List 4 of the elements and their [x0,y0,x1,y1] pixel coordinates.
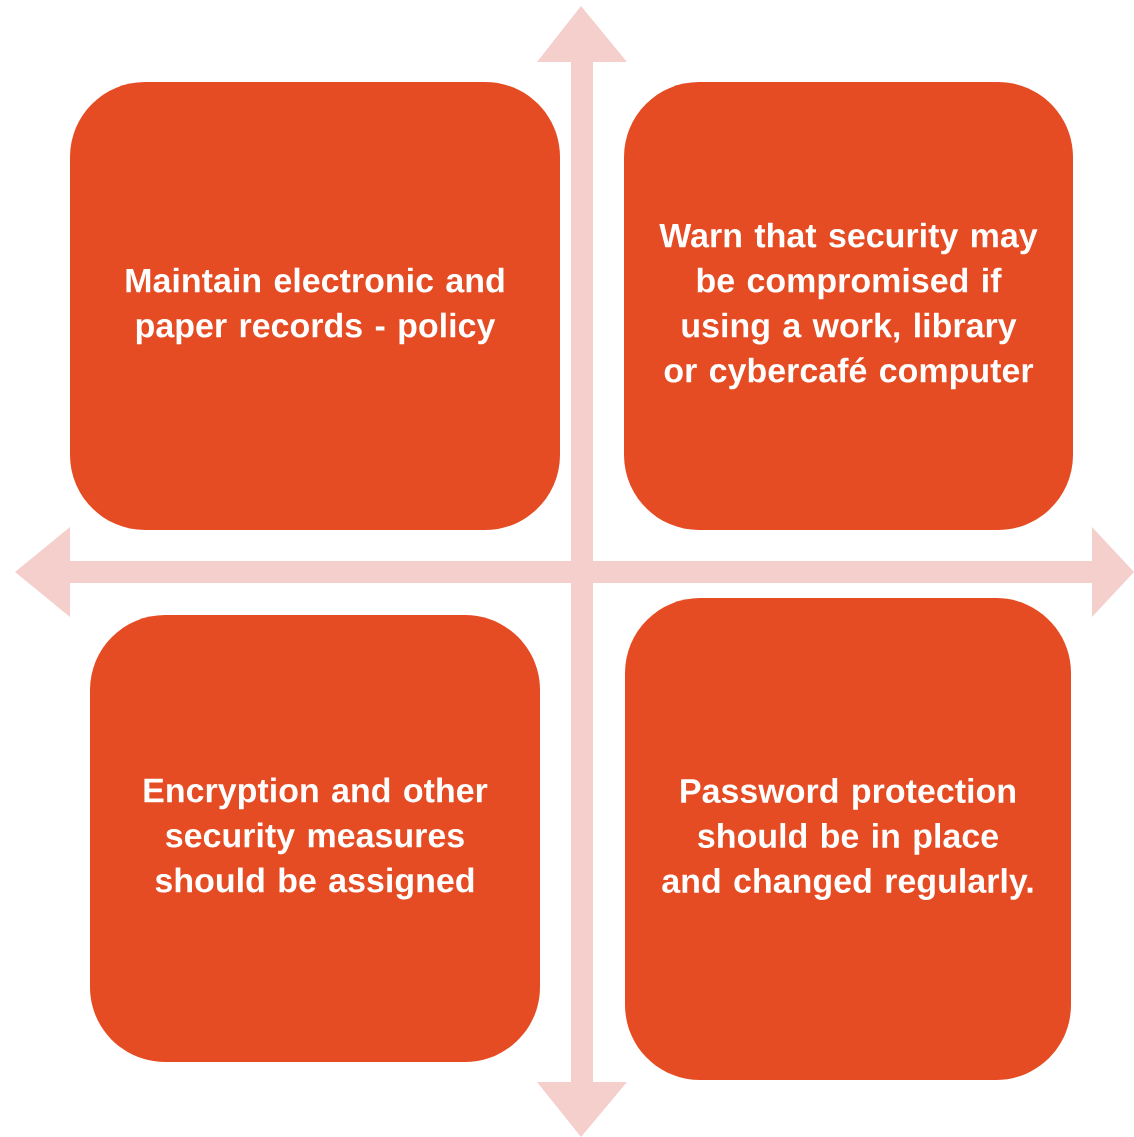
rounded-box: Maintain electronic and paper records - policy [70,82,560,530]
rounded-box: Encryption and other security measures should be assigned [90,615,540,1062]
rounded-box: Warn that security may be compromised if using a work, library or cybercafé computer [624,82,1073,530]
rounded-box: Password protection should be in place and changed regularly. [625,598,1071,1080]
